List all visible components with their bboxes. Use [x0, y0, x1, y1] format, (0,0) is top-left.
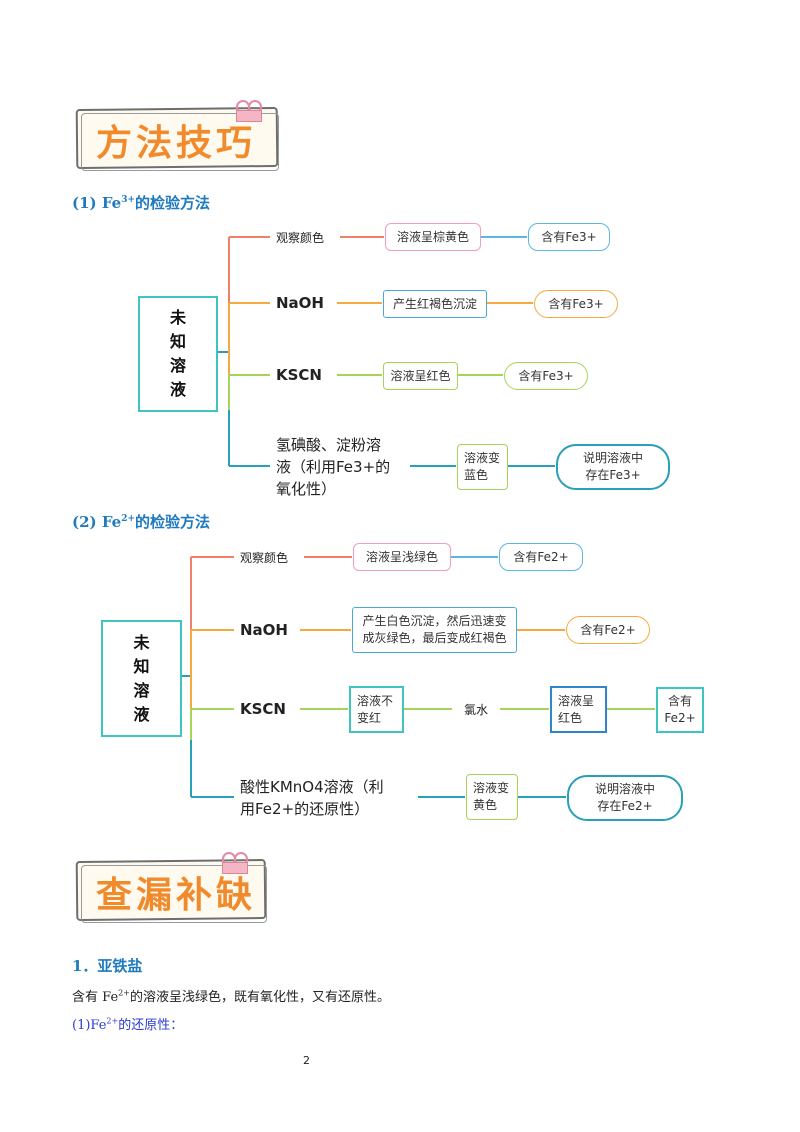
fe3-branch-naoh-label: NaOH	[276, 294, 324, 312]
fe3-result-brown-yellow: 溶液呈棕黄色	[385, 223, 481, 251]
page-number: 2	[303, 1054, 310, 1067]
fe3-conclusion-2: 含有Fe3+	[534, 290, 618, 318]
fe2-result-yellow: 溶液变黄色	[466, 774, 518, 820]
fe2-section-title: (2) Fe2+的检验方法	[72, 513, 211, 531]
fe2-result-precipitate-sequence: 产生白色沉淀，然后迅速变成灰绿色，最后变成红褐色	[352, 607, 517, 653]
fe3-branch-kscn-label: KSCN	[276, 366, 322, 384]
banner-title: 查漏补缺	[96, 874, 257, 916]
fe2-branch-kmno4-label: 酸性KMnO4溶液（利用Fe2+的还原性）	[240, 778, 384, 818]
banner-title: 方法技巧	[96, 122, 257, 164]
paper-clip-icon	[220, 852, 248, 874]
fe3-conclusion-4: 说明溶液中存在Fe3+	[556, 444, 670, 490]
fe2-result-red: 溶液呈红色	[550, 686, 607, 733]
gaps-banner: 查漏补缺	[75, 852, 272, 923]
fe2-result-light-green: 溶液呈浅绿色	[353, 543, 451, 571]
fe3-result-blue: 溶液变蓝色	[457, 444, 508, 490]
section-heading-ferrous-salt: 1．亚铁盐	[72, 957, 143, 975]
fe2-branch-naoh-label: NaOH	[240, 621, 288, 639]
paper-clip-icon	[234, 100, 262, 122]
fe3-result-red-brown-precipitate: 产生红褐色沉淀	[383, 290, 487, 318]
fe3-conclusion-1: 含有Fe3+	[528, 223, 610, 251]
fe2-result-no-red: 溶液不变红	[349, 686, 404, 733]
fe3-conclusion-3: 含有Fe3+	[504, 362, 588, 390]
fe2-branch-observe-label: 观察颜色	[240, 551, 289, 565]
fe2-conclusion-1: 含有Fe2+	[499, 543, 583, 571]
fe2-reducibility-subheading: (1)Fe2+的还原性：	[72, 1016, 184, 1033]
fe3-section-title: (1) Fe3+的检验方法	[72, 194, 211, 212]
fe2-reagent-chlorine-water: 氯水	[464, 703, 489, 717]
fe2-root-node: 未知 溶液	[101, 620, 182, 737]
fe3-branch-hi-starch-label: 氢碘酸、淀粉溶液（利用Fe3+的氧化性）	[276, 436, 391, 498]
fe2-branch-kscn-label: KSCN	[240, 700, 286, 718]
fe2-conclusion-2: 含有Fe2+	[566, 616, 650, 644]
banner-frame-shadow	[81, 865, 267, 923]
fe3-root-node: 未知 溶液	[138, 296, 218, 412]
fe3-result-red-solution: 溶液呈红色	[383, 362, 458, 390]
fe3-branch-observe-label: 观察颜色	[276, 231, 325, 245]
fe2-connector-lines	[179, 556, 655, 798]
methods-banner: 方法技巧	[75, 100, 282, 171]
banner-frame-shadow	[81, 113, 279, 171]
fe2-conclusion-4: 说明溶液中存在Fe2+	[567, 775, 683, 821]
ferrous-salt-intro-paragraph: 含有 Fe2+的溶液呈浅绿色，既有氧化性，又有还原性。	[72, 988, 390, 1005]
